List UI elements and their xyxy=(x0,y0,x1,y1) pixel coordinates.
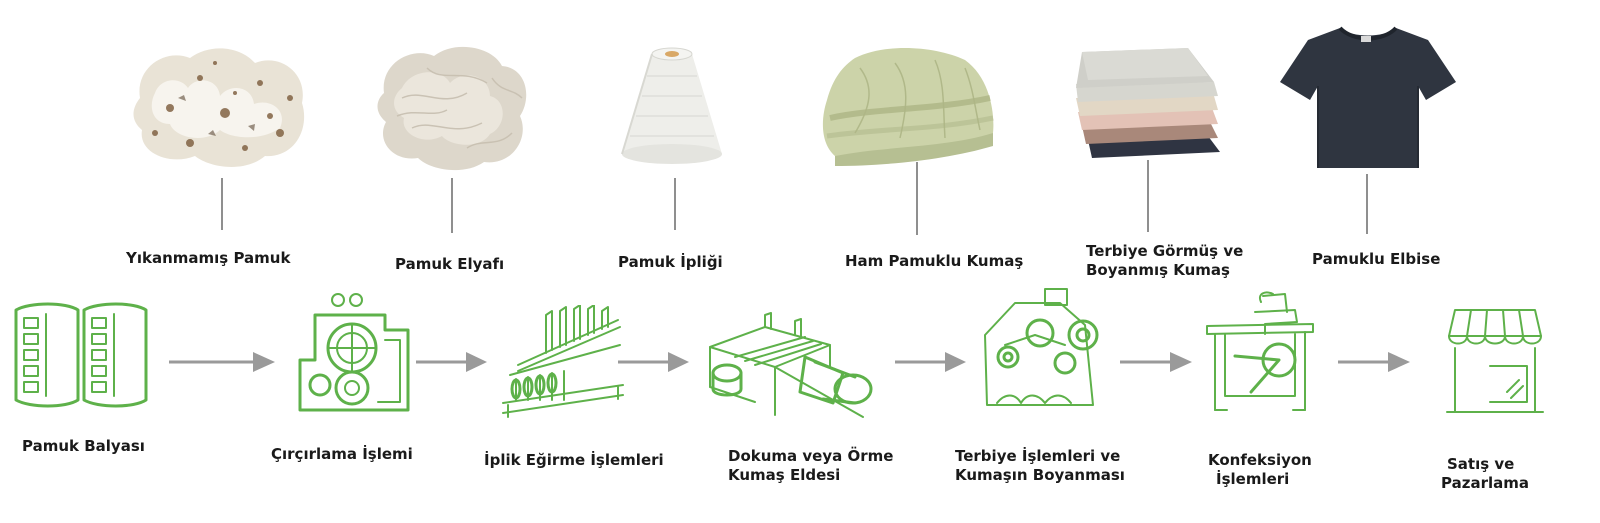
step-label-ginning: Çırçırlama İşlemi xyxy=(271,445,413,463)
arrow-right-icon xyxy=(167,350,277,378)
arrow-right-icon xyxy=(616,350,691,378)
step-label-spinning: İplik Eğirme İşlemleri xyxy=(484,451,664,469)
arrow-right-icon xyxy=(893,350,968,378)
loom-icon xyxy=(705,307,880,422)
product-label-raw-fabric: Ham Pamuklu Kumaş xyxy=(845,252,1024,270)
connector-line xyxy=(1147,160,1149,232)
dyeing-machine-icon xyxy=(975,285,1105,415)
product-label-garment: Pamuklu Elbise xyxy=(1312,250,1441,268)
cotton-bale-icon xyxy=(8,300,156,415)
dyed-fabric-stack-image xyxy=(1068,40,1228,165)
t-shirt-image xyxy=(1278,22,1458,172)
raw-fabric-image xyxy=(815,38,1000,168)
spinning-machine-icon xyxy=(498,305,628,420)
product-label-cotton-yarn: Pamuk İpliği xyxy=(618,253,723,271)
connector-line xyxy=(916,162,918,235)
shop-icon xyxy=(1445,302,1545,417)
arrow-right-icon xyxy=(1118,350,1194,378)
step-label-cotton-bale: Pamuk Balyası xyxy=(22,437,145,455)
step-label-sales: Satış ve Pazarlama xyxy=(1441,455,1529,492)
step-label-finishing: Terbiye İşlemleri ve Kumaşın Boyanması xyxy=(955,447,1125,484)
product-label-raw-cotton: Yıkanmamış Pamuk xyxy=(126,249,291,267)
arrow-right-icon xyxy=(1336,350,1412,378)
sewing-machine-icon xyxy=(1205,288,1315,416)
ginning-machine-icon xyxy=(290,290,415,415)
connector-line xyxy=(1366,174,1368,234)
product-label-dyed-fabric: Terbiye Görmüş ve Boyanmış Kumaş xyxy=(1086,242,1244,279)
connector-line xyxy=(221,178,223,230)
cotton-fiber-image xyxy=(372,38,532,178)
raw-cotton-image xyxy=(130,38,310,173)
connector-line xyxy=(674,178,676,230)
connector-line xyxy=(451,178,453,233)
product-label-cotton-fiber: Pamuk Elyafı xyxy=(395,255,505,273)
arrow-right-icon xyxy=(414,350,489,378)
step-label-garment-making: Konfeksiyon İşlemleri xyxy=(1208,451,1312,488)
step-label-weaving: Dokuma veya Örme Kumaş Eldesi xyxy=(728,447,894,484)
yarn-cone-image xyxy=(612,46,732,171)
